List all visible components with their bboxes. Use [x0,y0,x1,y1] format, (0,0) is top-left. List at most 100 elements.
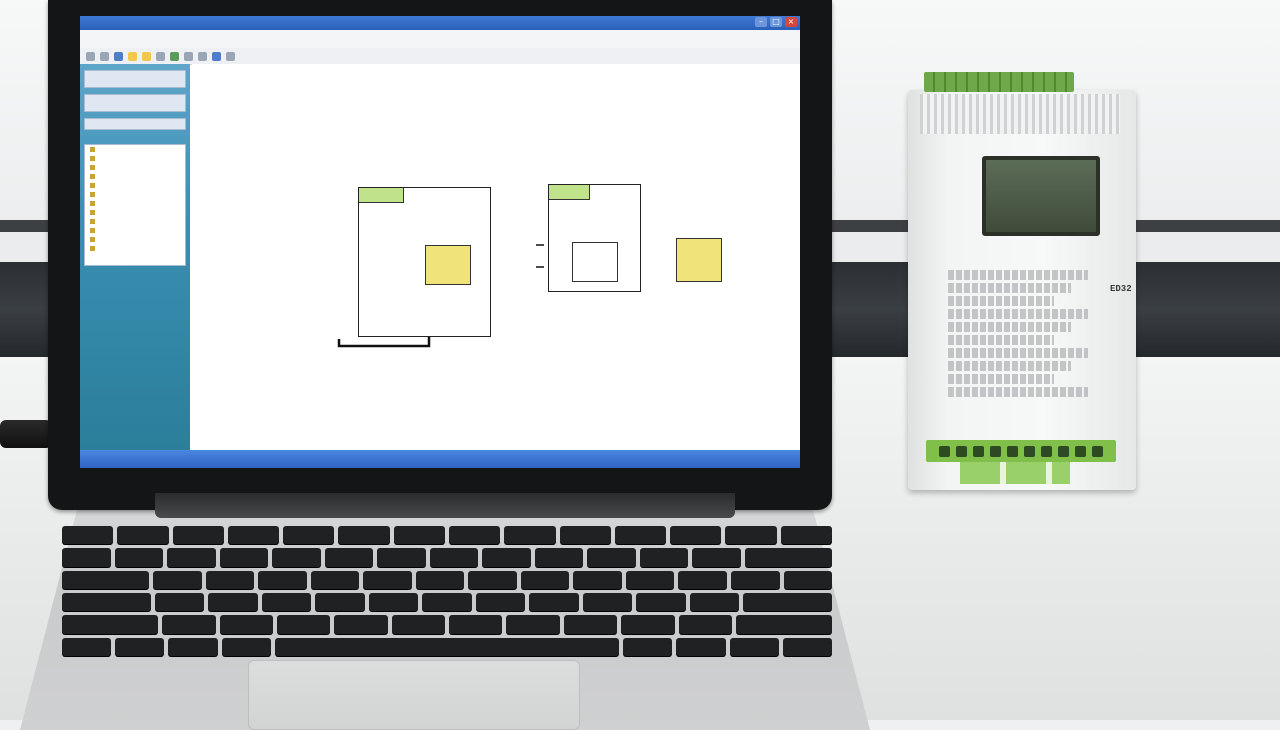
diagram-canvas[interactable] [192,64,800,450]
key[interactable] [636,593,686,612]
key[interactable] [62,526,114,545]
tree-item[interactable] [85,145,185,154]
key[interactable] [780,526,832,545]
function-block-3[interactable] [676,238,722,282]
key[interactable] [334,615,388,634]
key[interactable] [324,548,374,567]
tree-item[interactable] [85,172,185,181]
highlight-tool-icon[interactable] [128,51,137,61]
function-block-2[interactable] [572,242,618,282]
key[interactable] [61,548,111,567]
connect-icon[interactable] [198,51,207,61]
key[interactable] [559,526,611,545]
key[interactable] [735,615,832,634]
sidebar-panel-2[interactable] [84,94,186,112]
key[interactable] [261,593,312,612]
sidebar-panel-3[interactable] [84,118,186,130]
trackpad[interactable] [248,660,580,730]
key[interactable] [670,526,722,545]
key[interactable] [506,615,560,634]
key[interactable] [678,570,727,589]
key[interactable] [167,548,216,567]
minimize-button[interactable]: – [755,17,767,27]
key[interactable] [730,570,780,589]
open-folder-icon[interactable] [100,51,109,61]
spacebar-key[interactable] [274,637,620,656]
key[interactable] [283,526,335,545]
tree-item[interactable] [85,244,185,253]
key[interactable] [114,548,164,567]
key[interactable] [678,615,732,634]
close-button[interactable]: × [785,17,797,27]
key[interactable] [725,526,777,545]
key[interactable] [391,615,445,634]
maximize-button[interactable]: □ [770,17,782,27]
key[interactable] [338,526,390,545]
key[interactable] [155,593,205,612]
key[interactable] [315,593,365,612]
key[interactable] [172,526,224,545]
key[interactable] [117,526,169,545]
key[interactable] [115,637,165,656]
cut-icon[interactable] [156,51,165,61]
key[interactable] [208,593,258,612]
save-icon[interactable] [114,51,123,61]
key[interactable] [729,637,779,656]
key[interactable] [449,615,503,634]
tree-item[interactable] [85,217,185,226]
function-block-1[interactable] [425,245,471,285]
key[interactable] [62,615,159,634]
key[interactable] [614,526,667,545]
key[interactable] [227,526,280,545]
key[interactable] [783,570,833,589]
key[interactable] [62,593,152,612]
key[interactable] [61,637,112,656]
key[interactable] [563,615,618,634]
key[interactable] [621,615,675,634]
key[interactable] [219,615,273,634]
key[interactable] [377,548,426,567]
key[interactable] [676,637,726,656]
tree-item[interactable] [85,163,185,172]
download-icon[interactable] [212,51,221,61]
tree-item[interactable] [85,208,185,217]
key[interactable] [482,548,531,567]
tree-item[interactable] [85,154,185,163]
new-file-icon[interactable] [86,51,95,61]
tree-item[interactable] [85,226,185,235]
key[interactable] [692,548,741,567]
settings-icon[interactable] [226,51,235,61]
key[interactable] [529,593,579,612]
key[interactable] [221,637,271,656]
key[interactable] [689,593,739,612]
key[interactable] [504,526,556,545]
key[interactable] [168,637,218,656]
tree-item[interactable] [85,181,185,190]
key[interactable] [61,570,150,589]
tree-item[interactable] [85,199,185,208]
key[interactable] [422,593,472,612]
key[interactable] [587,548,636,567]
zoom-icon[interactable] [184,51,193,61]
key[interactable] [368,593,419,612]
key[interactable] [153,570,202,589]
key[interactable] [276,615,331,634]
key[interactable] [475,593,526,612]
tree-item[interactable] [85,235,185,244]
sidebar-panel-1[interactable] [84,70,186,88]
key[interactable] [258,570,307,589]
key[interactable] [449,526,501,545]
key[interactable] [415,570,465,589]
simulate-icon[interactable] [170,51,179,61]
key[interactable] [468,570,517,589]
key[interactable] [625,570,675,589]
tree-item[interactable] [85,190,185,199]
key[interactable] [310,570,360,589]
key[interactable] [272,548,321,567]
key[interactable] [744,548,833,567]
key[interactable] [205,570,255,589]
key[interactable] [429,548,479,567]
key[interactable] [520,570,570,589]
key[interactable] [782,637,833,656]
key[interactable] [639,548,689,567]
